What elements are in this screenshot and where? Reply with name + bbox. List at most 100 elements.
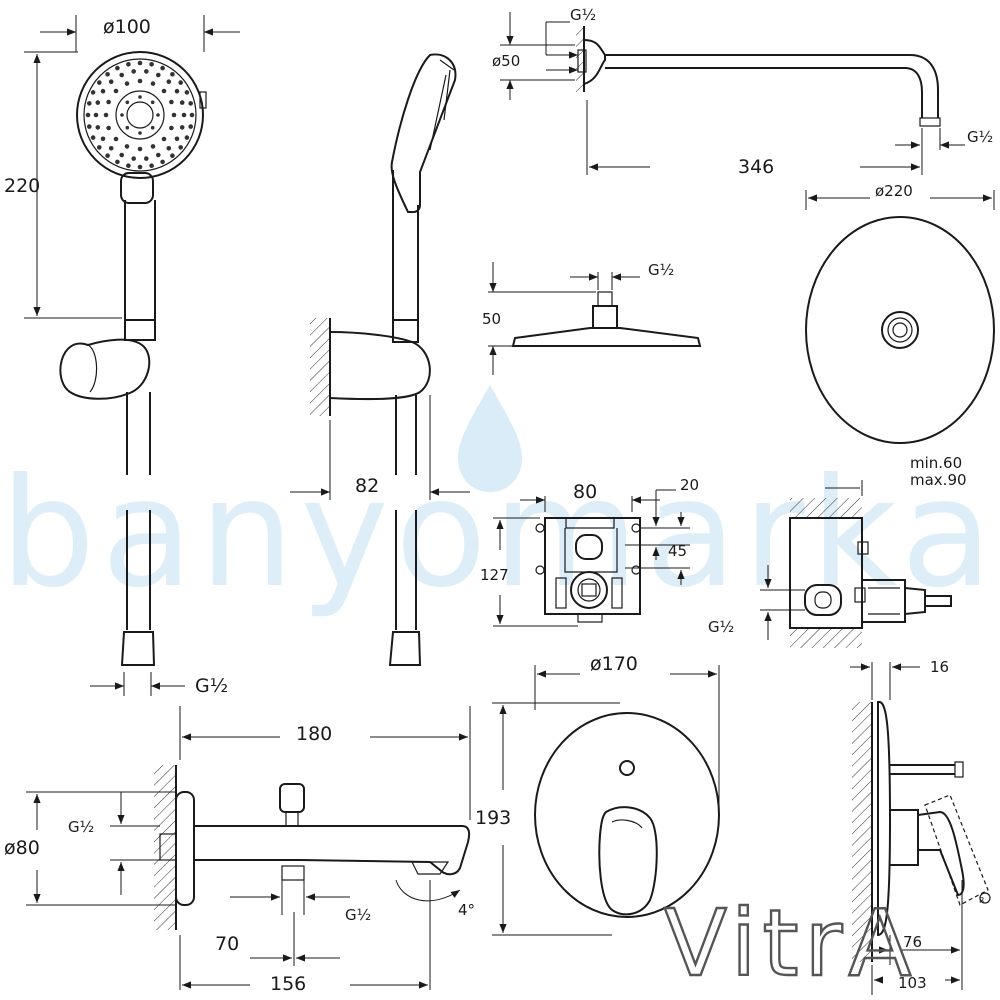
svg-text:R: R [979,896,985,905]
nozzle-dot [150,81,156,86]
dim-spout-connection-top: G½ [68,818,94,836]
dim-box-port-offset: 45 [668,542,687,560]
nozzle-dot [106,99,111,105]
nozzle-dot [125,125,130,130]
dim-spout-outlet-offset: 70 [215,933,239,955]
dim-spout-length: 180 [296,723,332,745]
dim-mixer-lever-depth: 76 [903,933,922,951]
water-drop-icon [458,385,522,492]
nozzle-dot [90,135,96,140]
nozzle-dot [181,112,187,118]
shower-arm: ø50 G½ 346 G½ [492,6,993,178]
nozzle-dot [184,135,190,140]
nozzle-dot [149,62,154,67]
nozzle-dot [170,153,175,158]
nozzle-dot [100,88,106,94]
concealed-box-side: min.60 max.90 G½ [708,454,967,648]
dim-spout-flange-diameter: ø80 [4,837,40,859]
dim-head-diameter: ø220 [875,182,913,200]
dim-box-height: 127 [480,566,509,584]
nozzle-dot [113,136,119,142]
nozzle-dot [144,69,149,74]
nozzle-dot [169,99,174,105]
nozzle-dot [137,146,143,152]
nozzle-dot [188,124,193,129]
nozzle-dot [97,80,102,85]
dim-hand-shower-diameter: ø100 [103,16,151,38]
mixer-side: R 16 76 103 [850,658,991,995]
dim-spout-connection-bottom: G½ [345,906,371,924]
nozzle-dot [105,153,110,158]
nozzle-dot [115,65,120,71]
nozzle-dot [125,100,130,105]
nozzle-dot [103,112,109,118]
dim-box-top-offset: 20 [680,476,699,494]
nozzle-dot [149,163,154,168]
shower-head-side: G½ 50 [482,261,702,375]
nozzle-dot [108,79,114,84]
nozzle-dot [138,95,142,99]
nozzle-dot [160,65,165,71]
dim-box-depth-max: max.90 [910,471,967,489]
nozzle-dot [120,113,124,117]
nozzle-dot [160,159,165,165]
shower-head-top: ø220 [805,182,995,444]
nozzle-dot [189,112,195,118]
dim-mixer-total-depth: 103 [898,974,927,992]
nozzle-dot [115,159,120,165]
nozzle-dot [137,164,143,170]
bath-spout: 180 ø80 G½ G½ 70 156 4° [4,706,475,995]
dim-arm-length: 346 [738,156,774,178]
nozzle-dot [174,88,180,94]
mixer-plate-front: ø170 193 [475,653,720,936]
dim-box-depth-min: min.60 [910,454,962,472]
nozzle-dot [188,101,193,106]
nozzle-pattern [85,60,195,170]
nozzle-dot [137,60,143,66]
nozzle-dot [100,136,106,142]
dim-spout-total: 156 [270,973,306,995]
nozzle-dot [169,125,174,131]
nozzle-dot [85,112,91,118]
nozzle-dot [161,136,167,142]
nozzle-dot [184,90,190,95]
nozzle-dot [126,62,131,67]
hand-shower-side-view: 82 [290,53,470,666]
nozzle-dot [126,163,131,168]
dim-hand-shower-connection: G½ [195,675,228,697]
nozzle-dot [150,100,155,105]
dim-mixer-side-depth: 16 [930,658,949,676]
nozzle-dot [87,124,92,129]
brand-logo-text: VitrA [664,890,917,997]
nozzle-dot [179,100,185,105]
nozzle-dot [144,156,149,161]
dim-arm-connection-top: G½ [570,6,596,24]
hand-shower-front-view: ø100 220 G½ [4,15,240,697]
dim-arm-flange-diameter: ø50 [492,52,520,70]
nozzle-dot [178,145,183,150]
nozzle-dot [93,112,99,118]
dim-hand-shower-height: 220 [4,175,40,197]
nozzle-dot [119,72,124,78]
nozzle-dot [108,146,114,151]
nozzle-dot [178,80,183,85]
nozzle-dot [106,125,111,131]
nozzle-dot [113,88,119,94]
nozzle-dot [119,152,124,158]
dim-spout-angle: 4° [458,901,475,919]
dim-box-connection: G½ [708,618,734,636]
nozzle-dot [95,100,101,105]
dim-box-width: 80 [573,481,597,503]
dim-mixer-plate-height: 193 [475,807,511,829]
nozzle-dot [166,146,172,151]
nozzle-dot [87,101,92,106]
nozzle-dot [138,131,142,135]
nozzle-dot [90,90,96,95]
dim-head-height: 50 [482,310,501,328]
concealed-box-front: 80 127 20 45 [480,476,699,627]
nozzle-dot [179,125,185,130]
nozzle-dot [166,79,172,84]
nozzle-dot [174,136,180,142]
